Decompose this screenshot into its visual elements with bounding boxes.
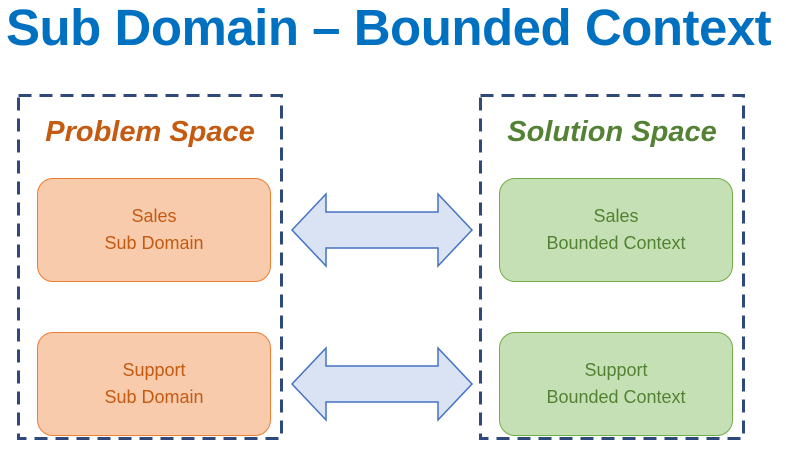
diagram-title: Sub Domain – Bounded Context xyxy=(6,0,772,56)
support-bounded-context-box: Support Bounded Context xyxy=(499,332,733,436)
problem-space-container: Problem Space Sales Sub Domain Support S… xyxy=(17,94,283,440)
sales-sub-domain-box: Sales Sub Domain xyxy=(37,178,271,282)
support-bounded-context-line1: Support xyxy=(584,360,648,380)
problem-space-dashed-border xyxy=(17,94,283,440)
solution-space-heading: Solution Space xyxy=(507,116,717,148)
sales-sub-domain-line1: Sales xyxy=(131,206,177,226)
solution-space-container: Solution Space Sales Bounded Context Sup… xyxy=(479,94,745,440)
support-bounded-context-line2: Bounded Context xyxy=(546,387,686,407)
solution-space-dashed-border xyxy=(479,94,745,440)
sales-sub-domain-line2: Sub Domain xyxy=(104,233,204,253)
support-sub-domain-line2: Sub Domain xyxy=(104,387,204,407)
support-sub-domain-box: Support Sub Domain xyxy=(37,332,271,436)
problem-space-heading: Problem Space xyxy=(45,116,255,148)
sales-mapping-double-arrow xyxy=(290,192,474,268)
sales-bounded-context-line2: Bounded Context xyxy=(546,233,686,253)
sales-bounded-context-line1: Sales xyxy=(593,206,639,226)
support-sub-domain-line1: Support xyxy=(122,360,186,380)
support-mapping-double-arrow xyxy=(290,346,474,422)
sales-bounded-context-box: Sales Bounded Context xyxy=(499,178,733,282)
